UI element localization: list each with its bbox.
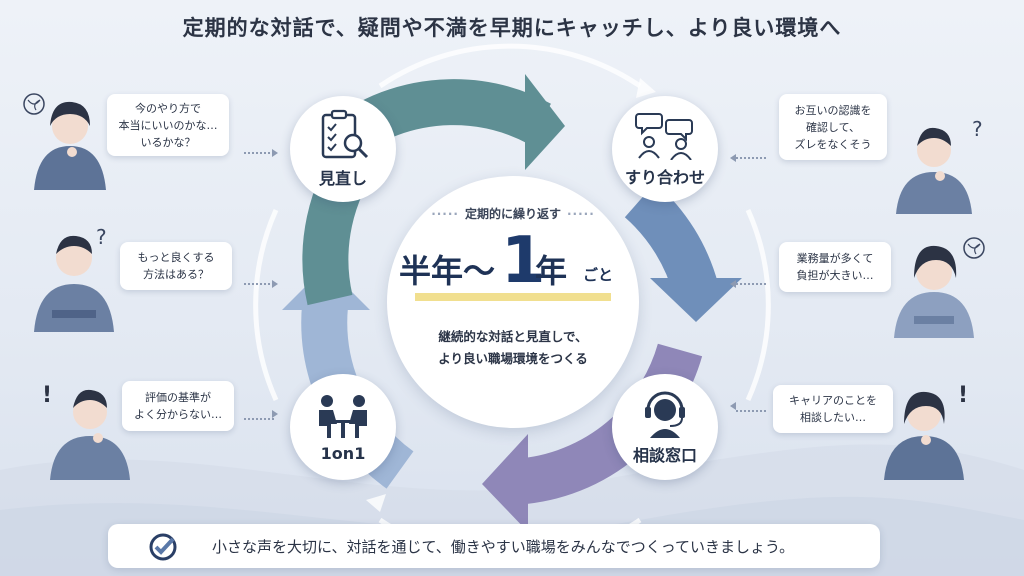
person-hopeful-woman-icon: ! (884, 383, 968, 480)
center-subtext-1: 継続的な対話と見直しで、 (438, 329, 588, 344)
center-period: 半年〜 1 年 ごと (387, 224, 639, 298)
arrow-consult-to-oneonone (482, 434, 528, 532)
center-top-label: 定期的に繰り返す (387, 205, 639, 222)
connector-arrow (730, 402, 736, 410)
node-align: すり合わせ (612, 96, 718, 202)
connector-dots (244, 283, 274, 285)
speech-bubble-right-1: お互いの認識を 確認して、 ズレをなくそう (779, 94, 887, 160)
footer-message-box: 小さな声を大切に、対話を通じて、働きやすい職場をみんなでつくっていきましょう。 (108, 524, 880, 568)
speech-bubble-left-1: 今のやり方で 本当にいいのかな… いるかな？ (107, 94, 229, 156)
speech-bubble-right-3: キャリアのことを 相談したい… (773, 385, 893, 433)
clipboard-magnifier-icon (321, 109, 369, 159)
node-review: 見直し (290, 96, 396, 202)
speech-bubble-left-3: 評価の基準が よく分からない… (122, 381, 234, 431)
connector-dots (244, 418, 274, 420)
node-consult-label: 相談窓口 (632, 446, 697, 465)
node-consult: 相談窓口 (612, 374, 718, 480)
connector-arrow (272, 149, 278, 157)
page-title: 定期的な対話で、疑問や不満を早期にキャッチし、より良い環境へ (182, 16, 842, 40)
connector-dots (736, 410, 766, 412)
svg-text:!: ! (958, 383, 968, 408)
arrow-review-to-align (525, 74, 565, 170)
svg-text:?: ? (96, 225, 107, 249)
person-considering-man-icon: ? (896, 117, 983, 214)
node-review-label: 見直し (318, 169, 367, 188)
speech-bubble-left-2: もっと良くする 方法はある？ (120, 242, 232, 290)
connector-arrow (730, 154, 736, 162)
node-oneonone-label: 1on1 (320, 443, 366, 463)
period-suffix: ごと (583, 266, 614, 284)
center-subtext-2: より良い職場環境をつくる (438, 351, 588, 366)
connector-arrow (730, 280, 736, 288)
connector-arrow (272, 410, 278, 418)
connector-arrow (272, 280, 278, 288)
connector-dots (736, 157, 766, 159)
period-number: 1 (501, 224, 546, 298)
person-confused-man-icon: ! (42, 383, 130, 480)
speech-bubble-right-2: 業務量が多くて 負担が大きい… (779, 242, 891, 292)
center-disc: 定期的に繰り返す 半年〜 1 年 ごと 継続的な対話と見直しで、 より良い職場環… (387, 176, 639, 428)
arrow-align-to-consult (650, 278, 742, 322)
svg-text:?: ? (972, 117, 983, 141)
svg-text:!: ! (42, 383, 52, 408)
headset-operator-icon (645, 391, 685, 438)
footer-message: 小さな声を大切に、対話を通じて、働きやすい職場をみんなでつくっていきましょう。 (212, 538, 795, 556)
node-align-label: すり合わせ (624, 168, 705, 187)
person-worried-woman-icon (23, 93, 106, 190)
person-stressed-woman-icon (894, 237, 985, 338)
period-prefix: 半年〜 (399, 252, 496, 290)
connector-dots (244, 152, 274, 154)
meeting-table-icon (319, 394, 367, 438)
connector-dots (736, 283, 766, 285)
arc-align-to-consult (624, 182, 719, 297)
person-thinking-man-icon: ? (34, 225, 114, 332)
people-speech-icon (635, 113, 693, 160)
node-oneonone: 1on1 (290, 374, 396, 480)
period-unit: 年 (535, 252, 568, 290)
checkmark-icon (149, 533, 177, 561)
highlight-bar (415, 293, 611, 301)
